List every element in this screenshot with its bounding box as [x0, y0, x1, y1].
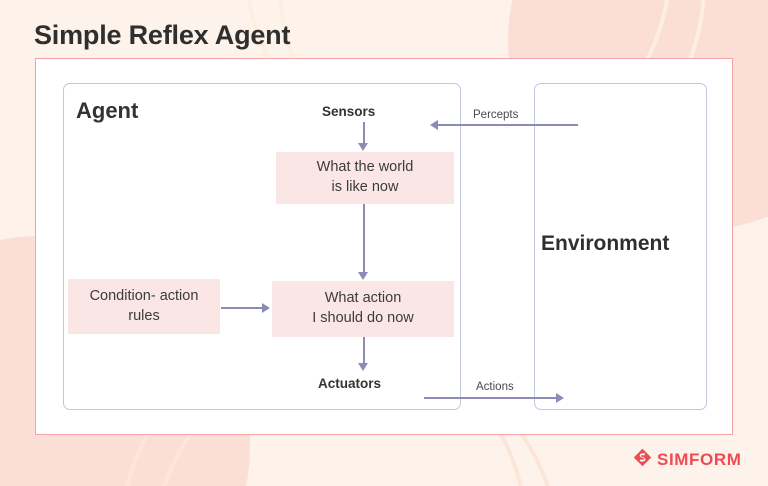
world-to-action-arrow-line	[363, 204, 365, 272]
environment-container	[534, 83, 707, 410]
sensors-to-world-arrow-head	[358, 143, 368, 151]
actions-arrow-line	[424, 397, 558, 399]
action-to-actuators-arrow-line	[363, 337, 365, 364]
percepts-arrow-line	[438, 124, 578, 126]
environment-label: Environment	[541, 232, 670, 255]
rules-to-action-arrow-line	[221, 307, 263, 309]
diagram-card	[35, 58, 733, 435]
rules-to-action-arrow-head	[262, 302, 270, 313]
page-title: Simple Reflex Agent	[34, 20, 291, 50]
actions-arrow-head	[556, 392, 564, 403]
actuators-label: Actuators	[318, 376, 382, 391]
sensors-label: Sensors	[322, 104, 376, 119]
agent-label: Agent	[76, 98, 139, 123]
process-box-action-choice-text: What action I should do now	[312, 290, 414, 326]
percepts-edge-label: Percepts	[473, 109, 519, 121]
process-box-condition-action-rules-text: Condition- action rules	[89, 287, 199, 324]
actions-edge-label: Actions	[476, 381, 514, 393]
simform-diamond-logo-icon	[633, 448, 652, 472]
agent-container	[63, 83, 461, 410]
sensors-to-world-arrow-line	[363, 122, 365, 144]
action-to-actuators-arrow-head	[358, 363, 368, 371]
percepts-arrow-head	[430, 119, 438, 130]
simform-wordmark: SIMFORM	[657, 450, 742, 469]
process-box-world-state-text: What the world is like now	[316, 159, 414, 195]
process-box-condition-action-rules: Condition- action rules	[68, 279, 220, 334]
simform-logo[interactable]: SIMFORM	[633, 448, 741, 472]
process-box-world-state: What the world is like now	[276, 152, 454, 204]
world-to-action-arrow-head	[358, 272, 368, 280]
process-box-action-choice: What action I should do now	[272, 281, 454, 337]
